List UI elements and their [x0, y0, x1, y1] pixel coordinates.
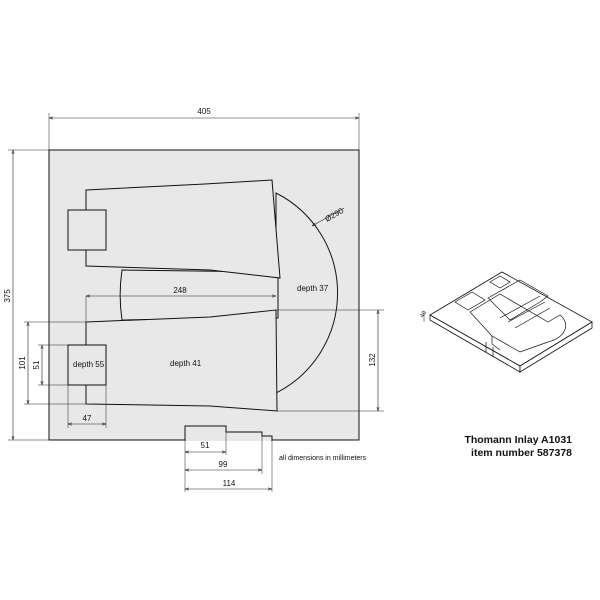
lower-small-pocket [67, 344, 107, 386]
label-depth-37: depth 37 [297, 284, 329, 293]
units-note: all dimensions in millimeters [279, 455, 367, 462]
dim-51-left: 51 [32, 360, 41, 369]
iso-dim-40: 40 [420, 310, 429, 319]
title-line-1: Thomann Inlay A1031 [464, 434, 572, 446]
dim-47: 47 [83, 414, 92, 423]
title-line-2: item number 587378 [471, 447, 572, 459]
isometric-view: 40 [420, 271, 593, 373]
dim-tab-99: 99 [219, 460, 228, 469]
upper-small-pocket [67, 209, 107, 251]
dim-405: 405 [197, 107, 211, 116]
dim-248: 248 [173, 286, 187, 295]
dim-tab-51: 51 [201, 441, 210, 450]
label-depth-55: depth 55 [73, 360, 105, 369]
dim-375: 375 [3, 289, 12, 303]
upper-cavity [85, 179, 281, 279]
dim-tab-114: 114 [223, 479, 236, 488]
finger-tab [184, 425, 273, 440]
dim-132: 132 [368, 353, 377, 367]
dim-101: 101 [18, 356, 27, 370]
label-depth-41: depth 41 [170, 359, 202, 368]
